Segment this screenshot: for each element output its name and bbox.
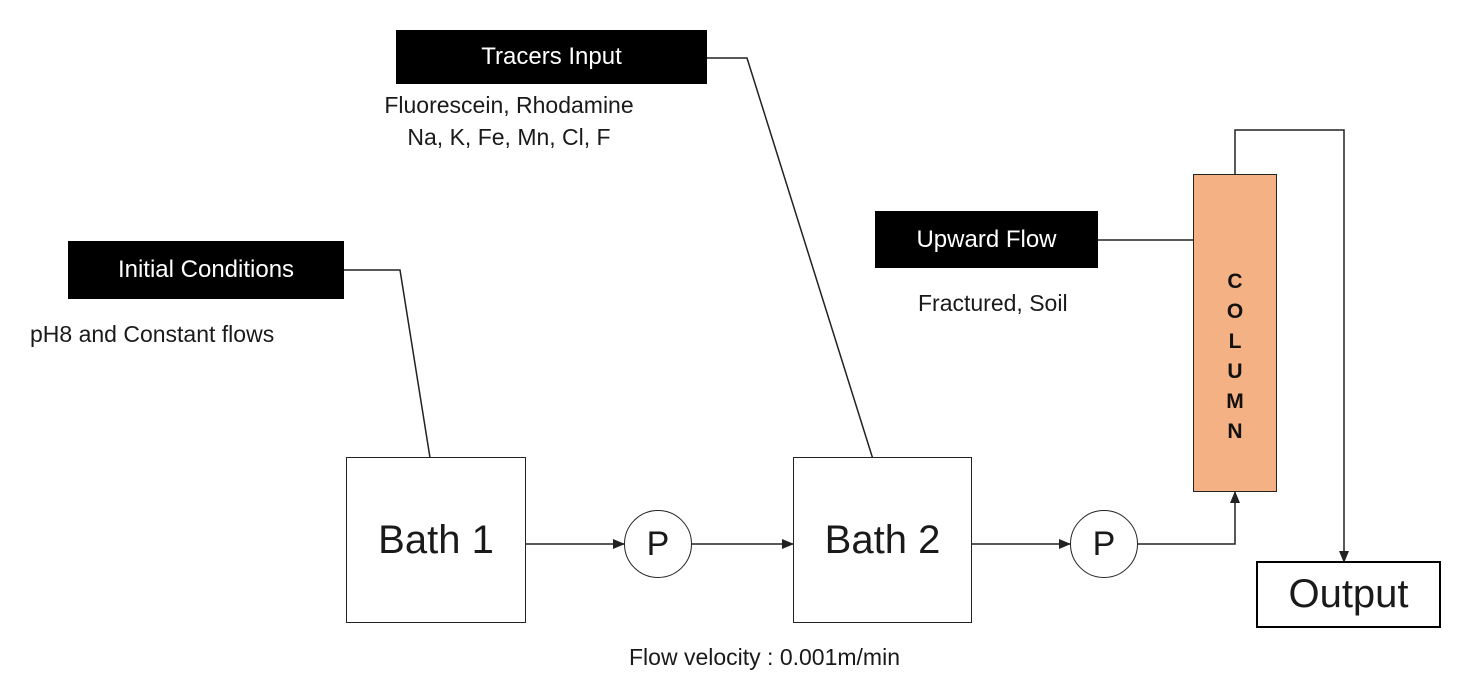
tracers-line-1: Fluorescein, Rhodamine xyxy=(384,92,634,118)
pump-2-label: P xyxy=(1092,524,1116,563)
initial-conditions-leader xyxy=(344,269,436,490)
column-label: C O L U M N xyxy=(1194,267,1276,447)
tracers-input-label: Tracers Input xyxy=(396,30,707,84)
tracers-input-note: Fluorescein, Rhodamine Na, K, Fe, Mn, Cl… xyxy=(327,89,691,153)
tracers-input-leader xyxy=(707,57,883,489)
column-letter: M xyxy=(1226,390,1244,413)
column-letter: N xyxy=(1227,420,1243,443)
column-letter: O xyxy=(1226,300,1244,323)
output-box: Output xyxy=(1256,561,1441,628)
column: C O L U M N xyxy=(1193,174,1277,492)
upward-flow-title: Upward Flow xyxy=(916,225,1057,253)
tracers-line-2: Na, K, Fe, Mn, Cl, F xyxy=(407,124,611,150)
flow-arrow-pump2-column xyxy=(1138,491,1240,545)
flow-arrow-column-output xyxy=(1234,129,1349,563)
initial-conditions-title: Initial Conditions xyxy=(117,256,295,283)
tracers-input-title: Tracers Input xyxy=(481,43,622,70)
bath-1-label: Bath 1 xyxy=(378,517,494,562)
upward-flow-note: Fractured, Soil xyxy=(918,290,1068,316)
bath-2: Bath 2 xyxy=(793,457,972,623)
output-label: Output xyxy=(1288,572,1409,616)
column-letter: C xyxy=(1227,270,1243,293)
column-letter: L xyxy=(1228,330,1242,353)
flow-velocity-note: Flow velocity : 0.001m/min xyxy=(629,644,900,670)
pump-1: P xyxy=(624,510,692,578)
bath-2-label: Bath 2 xyxy=(824,517,941,562)
bath-1: Bath 1 xyxy=(346,457,526,623)
column-letter: U xyxy=(1227,360,1243,383)
initial-conditions-label: Initial Conditions xyxy=(68,241,344,299)
upward-flow-label: Upward Flow xyxy=(875,211,1098,268)
pump-1-label: P xyxy=(646,524,670,563)
initial-conditions-note: pH8 and Constant flows xyxy=(30,321,275,347)
pump-2: P xyxy=(1070,510,1138,578)
